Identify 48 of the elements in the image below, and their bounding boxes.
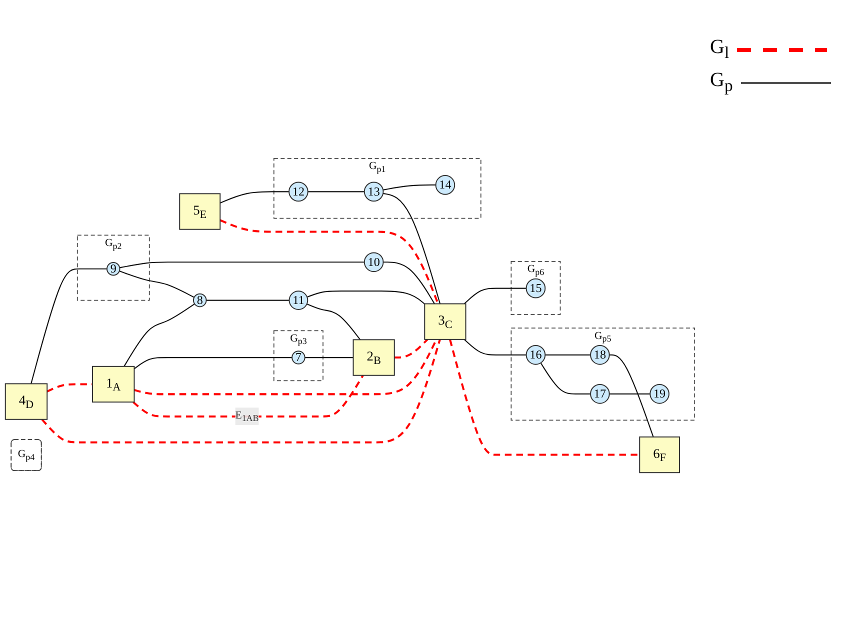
node-circle: 8: [192, 293, 207, 308]
edge-label: E$_{1AB}$: [235, 410, 259, 424]
connector: [464, 288, 526, 304]
connector: [119, 270, 194, 298]
connector: [134, 357, 292, 370]
connector: [306, 290, 425, 304]
connector: [132, 374, 364, 418]
node-box: 1$_{A}$: [92, 366, 135, 403]
connector: [41, 339, 441, 444]
node-circle: 7: [292, 350, 306, 364]
connector: [30, 268, 107, 384]
connector: [609, 354, 654, 438]
connector: [383, 262, 435, 304]
node-circle: 13: [364, 182, 384, 202]
node-box: 3$_{C}$: [424, 303, 466, 340]
node-circle: 14: [435, 175, 456, 195]
legend-label: G$_{p}$: [710, 69, 733, 96]
node-circle: 16: [526, 344, 546, 365]
connector: [220, 191, 290, 204]
connector: [609, 393, 650, 394]
connector: [540, 362, 591, 394]
node-circle: 10: [364, 252, 384, 272]
node-circle: 18: [590, 344, 610, 365]
connector: [206, 300, 290, 301]
connector: [134, 338, 438, 396]
node-box: 6$_{F}$: [639, 436, 680, 474]
node-circle: 17: [590, 384, 610, 404]
connector: [382, 192, 441, 304]
connector: [120, 262, 364, 268]
node-circle: 15: [526, 278, 546, 298]
node-box: 4$_{D}$: [4, 383, 48, 420]
legend-label: G$_{l}$: [710, 36, 730, 63]
connector: [308, 191, 364, 192]
node-circle: 19: [650, 384, 670, 404]
connector: [545, 354, 591, 356]
node-circle: 9: [106, 262, 120, 276]
connector: [449, 339, 640, 456]
connector: [464, 339, 526, 356]
connector: [304, 357, 354, 358]
connector: [394, 338, 428, 359]
connector: [382, 184, 436, 190]
connector: [220, 219, 440, 304]
node-circle: 11: [288, 290, 308, 310]
node-box: 2$_{B}$: [352, 339, 395, 376]
node-circle: 12: [288, 182, 308, 202]
connector: [124, 303, 195, 367]
connector: [306, 303, 361, 340]
node-box: 5$_{E}$: [179, 193, 221, 230]
